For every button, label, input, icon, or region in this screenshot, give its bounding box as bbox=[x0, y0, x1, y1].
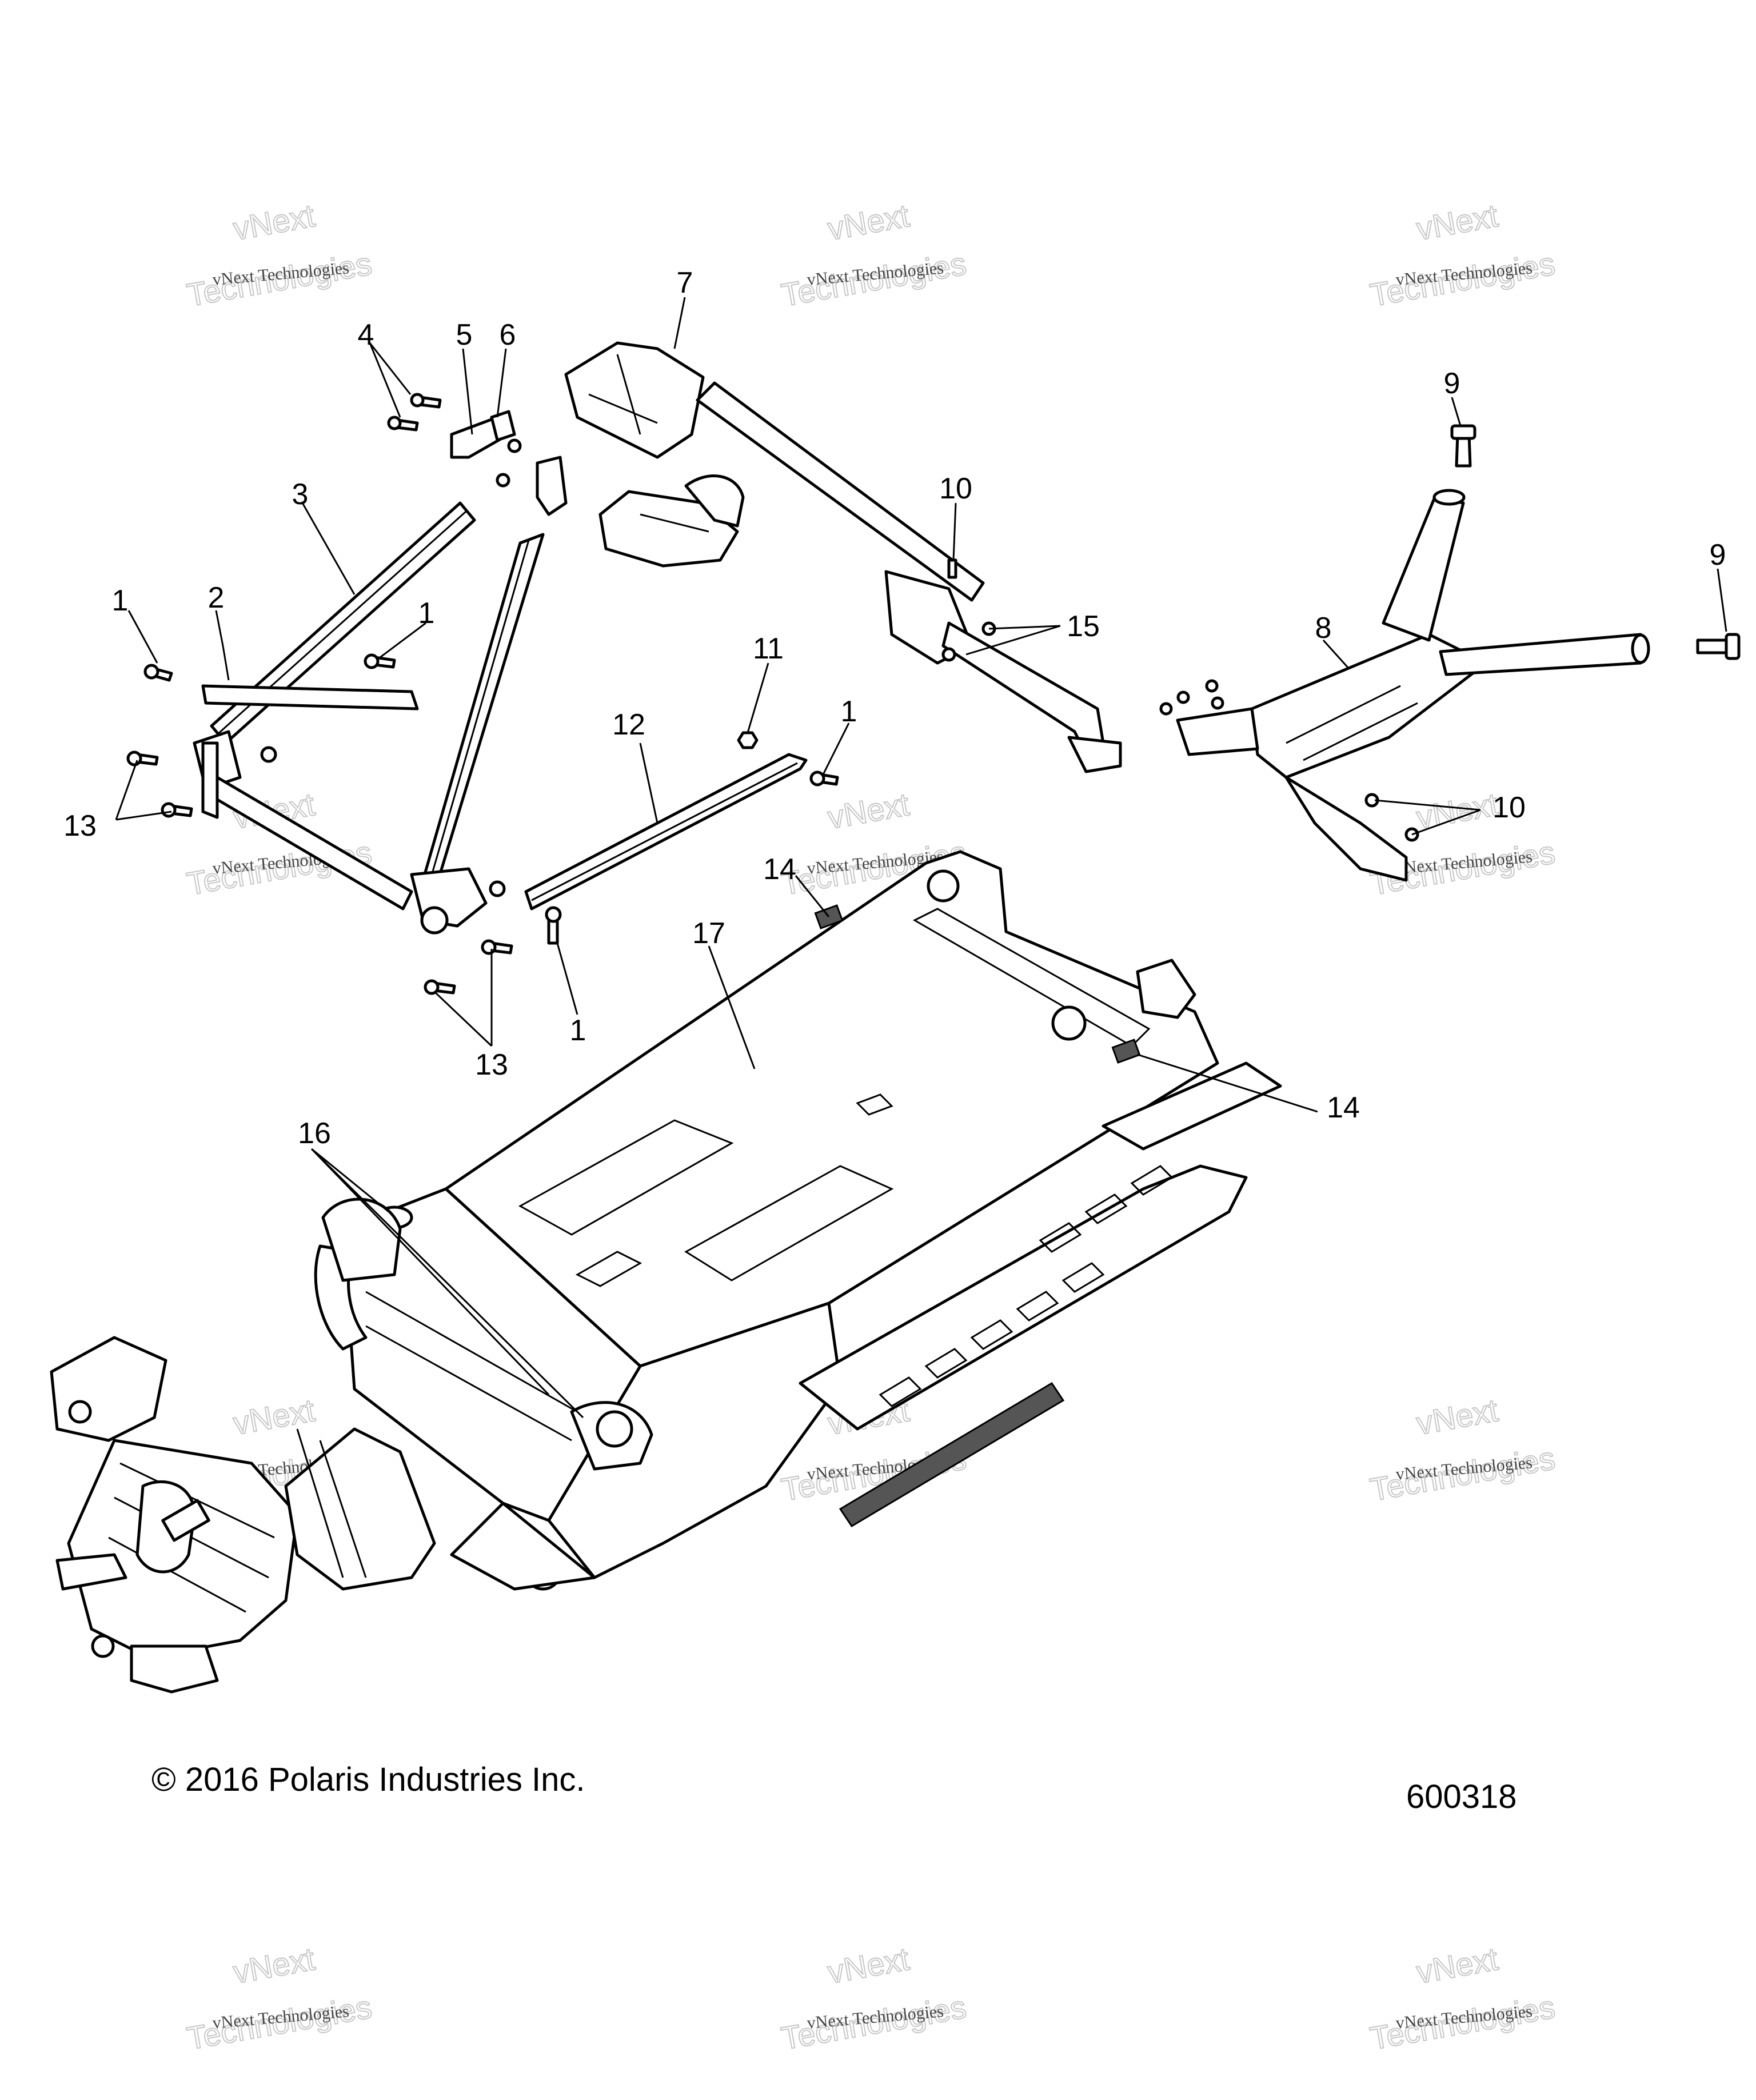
callout-1: 1 bbox=[570, 1014, 586, 1047]
svg-text:vNext: vNext bbox=[1414, 786, 1500, 836]
svg-text:vNext: vNext bbox=[230, 1392, 317, 1442]
part-17-chassis bbox=[314, 850, 1282, 1591]
watermark: vNext Technologies vNext Technologies bbox=[183, 197, 375, 314]
callout-14: 14 bbox=[763, 853, 796, 886]
svg-text:vNext: vNext bbox=[1414, 197, 1500, 247]
callout-9: 9 bbox=[1444, 367, 1460, 400]
part-2-front-frame bbox=[193, 684, 506, 935]
svg-text:vNext: vNext bbox=[230, 1941, 317, 1990]
callout-14: 14 bbox=[1327, 1091, 1360, 1124]
copyright-notice: © 2016 Polaris Industries Inc. bbox=[151, 1761, 585, 1798]
callout-1: 1 bbox=[418, 597, 435, 630]
callout-17: 17 bbox=[692, 917, 725, 950]
callout-9: 9 bbox=[1710, 538, 1726, 572]
svg-text:vNext: vNext bbox=[825, 1941, 912, 1990]
callout-10: 10 bbox=[939, 472, 972, 505]
watermark: vNext Technologies vNext Technologies bbox=[1367, 1940, 1558, 2057]
watermark: vNext Technologies vNext Technologies bbox=[778, 1940, 969, 2057]
part-8-rear-crossmember bbox=[1176, 489, 1650, 882]
callout-8: 8 bbox=[1315, 612, 1332, 645]
callout-7: 7 bbox=[677, 266, 693, 300]
callout-13: 13 bbox=[63, 809, 97, 843]
callout-1: 1 bbox=[112, 584, 129, 617]
front-suspension-assembly bbox=[50, 1336, 596, 1694]
callout-5: 5 bbox=[456, 318, 473, 352]
part-3-strut bbox=[210, 501, 545, 885]
callout-16: 16 bbox=[298, 1117, 331, 1150]
callout-4: 4 bbox=[358, 318, 374, 352]
svg-text:vNext: vNext bbox=[1414, 1392, 1500, 1442]
callout-10: 10 bbox=[1492, 791, 1526, 824]
part-7-steering-post bbox=[564, 341, 1122, 773]
svg-text:vNext: vNext bbox=[825, 197, 912, 247]
callout-12: 12 bbox=[612, 708, 645, 741]
svg-text:vNext: vNext bbox=[1414, 1941, 1500, 1990]
part-12-tie-rod bbox=[524, 753, 808, 911]
svg-text:vNext: vNext bbox=[230, 197, 317, 247]
watermark: vNext Technologies vNext Technologies bbox=[1367, 1391, 1558, 1508]
watermark: vNext Technologies vNext Technologies bbox=[1367, 197, 1558, 314]
watermark: vNext Technologies vNext Technologies bbox=[778, 197, 969, 314]
svg-text:vNext: vNext bbox=[825, 786, 912, 836]
callout-11: 11 bbox=[753, 632, 784, 665]
callout-6: 6 bbox=[500, 318, 516, 352]
diagram-number: 600318 bbox=[1406, 1778, 1517, 1815]
callout-2: 2 bbox=[208, 581, 225, 614]
leader-lines bbox=[115, 297, 1727, 1419]
watermark: vNext Technologies vNext Technologies bbox=[183, 1940, 375, 2057]
watermark: vNext Technologies vNext Technologies bbox=[1367, 785, 1558, 903]
callout-numbers: 1 1 1 1 2 3 4 5 6 7 8 9 9 10 10 11 12 13… bbox=[63, 266, 1726, 1150]
callout-13: 13 bbox=[475, 1048, 508, 1081]
part-9-bolts bbox=[1450, 424, 1741, 660]
callout-15: 15 bbox=[1067, 610, 1100, 643]
callout-3: 3 bbox=[292, 478, 309, 511]
callout-1: 1 bbox=[841, 695, 857, 728]
